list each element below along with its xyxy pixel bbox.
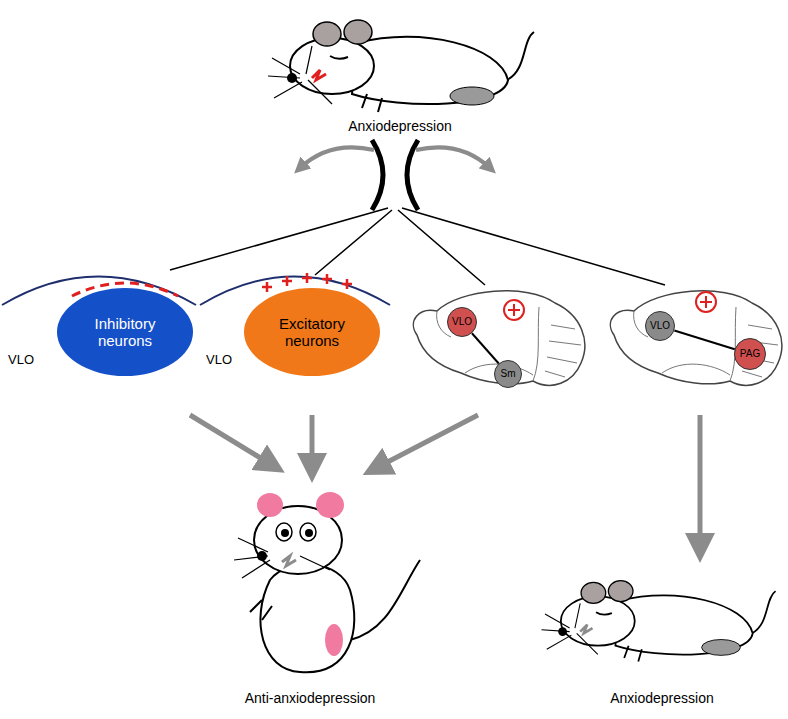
- caption-label: Anti-anxiodepression: [245, 690, 376, 706]
- node-text: VLO: [452, 316, 472, 328]
- mouse-anxiodepressed: [268, 20, 534, 112]
- neuron-population: Excitatory neurons: [244, 288, 380, 376]
- brain-region: PAG: [734, 338, 766, 370]
- neuron-population: Inhibitory neurons: [57, 288, 193, 376]
- node-text: Inhibitory neurons: [75, 315, 175, 350]
- node-text: Excitatory neurons: [262, 315, 362, 350]
- projection-line: [674, 330, 734, 349]
- brain-region: Sm: [494, 360, 522, 388]
- node-text: VLO: [650, 320, 670, 332]
- projection-line: [472, 333, 499, 363]
- node-text: PAG: [740, 348, 760, 360]
- activation-symbol: [504, 292, 716, 320]
- caption-label: VLO: [8, 352, 34, 367]
- brain-region: VLO: [447, 307, 477, 337]
- caption-label: Anxiodepression: [610, 690, 714, 706]
- mouse-anxiodepressed: [541, 581, 775, 662]
- brain-sagittal: [610, 291, 781, 385]
- caption-label: Anxiodepression: [348, 118, 452, 134]
- caption-label: VLO: [206, 352, 232, 367]
- node-text: Sm: [501, 368, 516, 380]
- convergence-bracket: [170, 140, 665, 285]
- brain-region: VLO: [645, 311, 675, 341]
- mouse-active: [234, 492, 420, 672]
